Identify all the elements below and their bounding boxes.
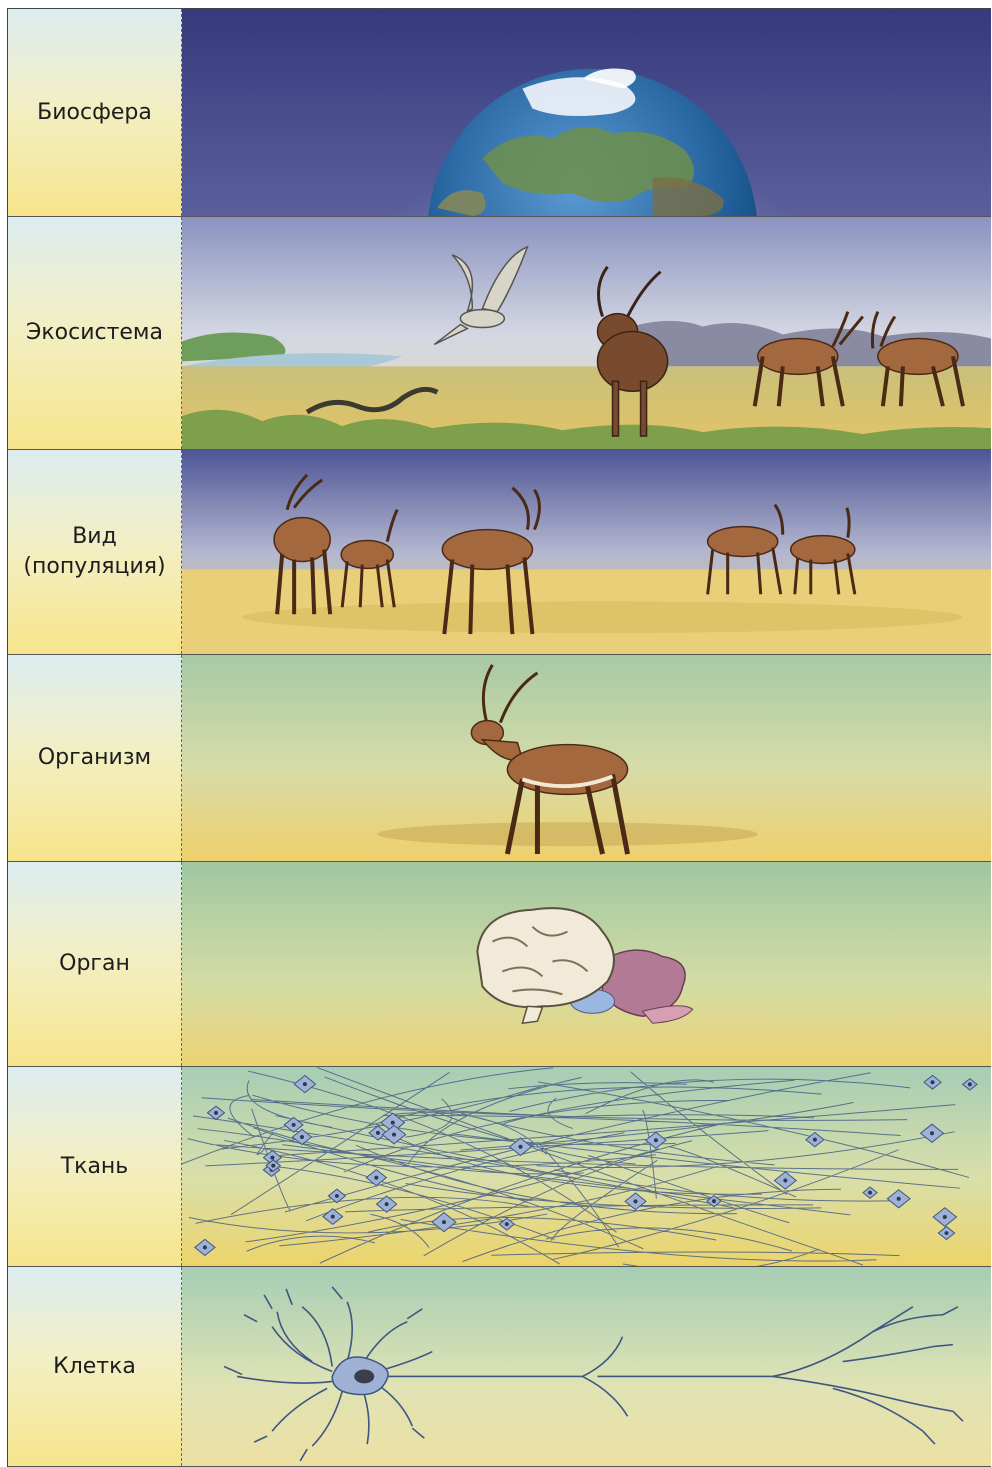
level-label-text: Ткань — [61, 1152, 129, 1182]
level-row-tissue: Ткань — [8, 1067, 991, 1267]
antelope-herd-icon — [182, 450, 991, 654]
level-row-biosphere: Биосфера — [8, 9, 991, 217]
level-label-cell: Клетка — [8, 1267, 182, 1466]
level-row-organ: Орган — [8, 862, 991, 1067]
level-label-text: Организм — [38, 743, 151, 773]
level-row-cell: Клетка — [8, 1267, 991, 1467]
level-label-species: Вид (популяция) — [8, 450, 182, 654]
earth-globe-icon — [182, 9, 991, 216]
levels-of-organization-table: Биосфера — [7, 8, 991, 1467]
nerve-tissue-icon — [182, 1067, 991, 1266]
brain-icon — [182, 862, 991, 1066]
level-label-text: Биосфера — [37, 98, 152, 128]
level-row-species: Вид (популяция) — [8, 450, 991, 655]
level-row-organism: Организм — [8, 655, 991, 862]
level-label-tissue: Ткань — [8, 1067, 182, 1266]
level-label-ecosystem: Экосистема — [8, 217, 182, 449]
level-label-text: Экосистема — [26, 318, 163, 348]
level-label-organ: Орган — [8, 862, 182, 1066]
level-label-text: Орган — [59, 949, 130, 979]
level-row-ecosystem: Экосистема — [8, 217, 991, 450]
level-label-text: Вид (популяция) — [23, 522, 165, 582]
neuron-icon — [182, 1267, 991, 1466]
savanna-ecosystem-icon — [182, 217, 991, 449]
level-label-organism: Организм — [8, 655, 182, 861]
antelope-icon — [182, 655, 991, 861]
level-label-biosphere: Биосфера — [8, 9, 182, 216]
level-label-text: Клетка — [53, 1352, 136, 1382]
